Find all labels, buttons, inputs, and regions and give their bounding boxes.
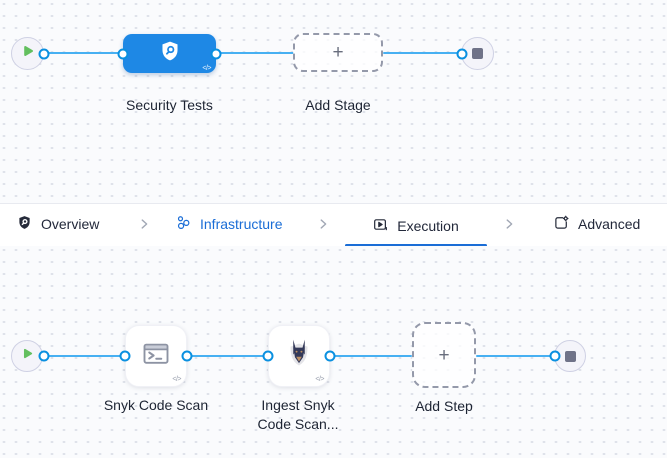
step-node-snyk-code-scan[interactable]: </>	[125, 325, 187, 387]
add-step-button[interactable]: +	[412, 322, 476, 388]
tab-infrastructure[interactable]: Infrastructure	[176, 204, 282, 244]
tab-label: Advanced	[578, 216, 641, 232]
step-label: Snyk Code Scan	[103, 397, 209, 413]
play-icon	[21, 347, 34, 365]
execution-graph-canvas: </> </> +	[0, 246, 667, 458]
connector-port[interactable]	[38, 350, 50, 362]
connector-line	[45, 355, 126, 357]
connector-port[interactable]	[119, 350, 131, 362]
connector-port[interactable]	[324, 350, 336, 362]
connector-port[interactable]	[117, 48, 129, 59]
snyk-dog-icon	[282, 337, 316, 376]
plus-icon: +	[332, 42, 344, 63]
connector-line	[383, 52, 463, 54]
tab-execution[interactable]: Execution	[345, 204, 487, 247]
chevron-right-icon	[502, 217, 516, 236]
add-stage-button[interactable]: +	[293, 33, 383, 72]
plus-icon: +	[438, 344, 450, 366]
security-shield-scan-icon	[159, 40, 181, 67]
code-view-icon[interactable]: </>	[315, 376, 324, 383]
infrastructure-icon	[176, 215, 191, 233]
stage-graph-canvas: </> + Security Tests Add Stage	[0, 0, 667, 203]
advanced-gear-icon	[554, 215, 569, 233]
tab-label: Execution	[397, 217, 459, 234]
connector-line	[476, 355, 555, 357]
connector-port[interactable]	[181, 350, 193, 362]
execution-icon	[373, 217, 388, 235]
code-view-icon[interactable]: </>	[172, 376, 181, 383]
connector-line	[188, 355, 267, 357]
connector-line	[331, 355, 412, 357]
connector-port[interactable]	[38, 48, 50, 59]
tab-label: Infrastructure	[200, 216, 283, 232]
chevron-right-icon	[316, 217, 330, 236]
connector-line	[45, 52, 124, 54]
tab-overview[interactable]: Overview	[17, 204, 99, 244]
step-node-ingest-snyk[interactable]: </>	[268, 325, 330, 387]
stage-config-tabs: Overview Infrastructure	[0, 203, 667, 247]
active-tab-underline	[345, 244, 487, 247]
add-step-label: Add Step	[415, 398, 473, 414]
stage-label: Security Tests	[126, 97, 213, 113]
stop-icon	[472, 48, 483, 59]
connector-port[interactable]	[262, 350, 274, 362]
tab-advanced[interactable]: Advanced	[554, 204, 640, 244]
connector-port[interactable]	[456, 48, 468, 59]
pipeline-end-node[interactable]	[461, 37, 494, 70]
connector-port[interactable]	[210, 48, 222, 59]
terminal-icon	[141, 339, 171, 374]
connector-line	[216, 52, 294, 54]
stage-node-security-tests[interactable]: </>	[123, 34, 216, 73]
chevron-right-icon	[137, 217, 151, 236]
shield-scan-icon	[17, 215, 32, 233]
connector-port[interactable]	[549, 350, 561, 362]
play-icon	[21, 44, 35, 63]
stop-icon	[564, 350, 576, 362]
tab-label: Overview	[41, 216, 100, 232]
code-view-icon[interactable]: </>	[202, 65, 211, 72]
step-label: Ingest Snyk Code Scan...	[257, 397, 339, 432]
add-stage-label: Add Stage	[305, 97, 371, 113]
